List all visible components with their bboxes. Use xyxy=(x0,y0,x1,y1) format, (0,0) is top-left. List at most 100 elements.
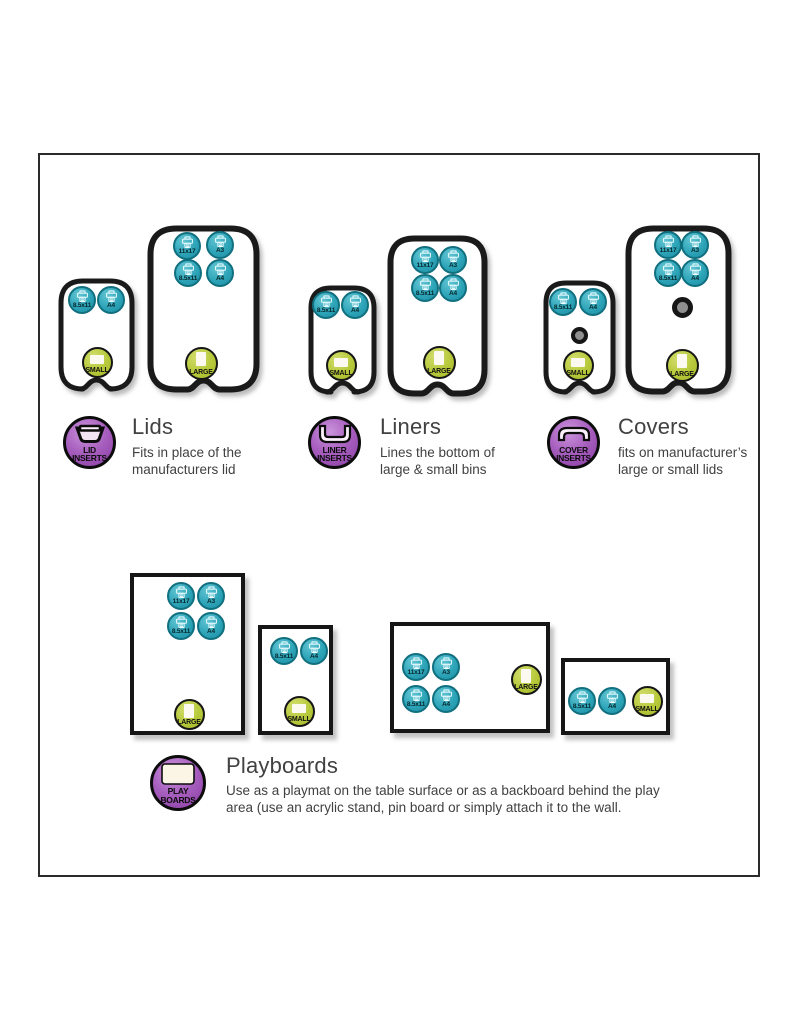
paper-size-label: 11x17 xyxy=(172,598,190,605)
paper-size-label: A3 xyxy=(691,247,699,254)
size-label: SMALL xyxy=(566,369,590,377)
paper-size-badge: A4 xyxy=(97,286,125,314)
section-desc-liners: Lines the bottom of large & small bins xyxy=(380,444,495,478)
printer-icon xyxy=(278,641,291,654)
paper-size-badge: 8.5x11 xyxy=(411,274,439,302)
insert-badge-line: LID xyxy=(83,444,96,455)
paper-size-label: A4 xyxy=(216,275,224,282)
size-label: SMALL xyxy=(635,705,659,713)
paper-sheet-shape xyxy=(571,357,585,367)
printer-icon xyxy=(308,641,321,654)
paper-size-badge: A4 xyxy=(432,685,460,713)
paper-size-label: A3 xyxy=(442,669,450,676)
lid-inserts-badge: LID INSERTS xyxy=(63,416,116,469)
paper-size-label: A3 xyxy=(207,598,215,605)
paper-size-label: 11x17 xyxy=(178,248,196,255)
printer-icon xyxy=(181,236,194,249)
paper-size-badge: 8.5x11 xyxy=(402,685,430,713)
insert-badge-label: PLAY BOARDS xyxy=(160,787,195,804)
size-dot-large: LARGE xyxy=(422,345,456,379)
printer-icon xyxy=(76,290,89,303)
paper-size-badge: 8.5x11 xyxy=(167,612,195,640)
paper-size-badge: 11x17 xyxy=(402,653,430,681)
paper-size-badge: A4 xyxy=(197,612,225,640)
cover-hole xyxy=(570,326,588,344)
printer-icon xyxy=(662,235,675,248)
size-label: SMALL xyxy=(287,715,311,723)
paper-size-badge: 11x17 xyxy=(654,231,682,259)
size-label: SMALL xyxy=(329,369,353,377)
paper-size-badge: A3 xyxy=(432,653,460,681)
paper-size-badge: A3 xyxy=(206,231,234,259)
printer-icon xyxy=(576,691,589,704)
insert-badge-line: LINER xyxy=(322,444,347,455)
paper-size-label: A3 xyxy=(449,262,457,269)
paper-size-label: A4 xyxy=(442,701,450,708)
section-desc-covers: fits on manufacturer’s large or small li… xyxy=(618,444,747,478)
printer-icon xyxy=(175,616,188,629)
printer-icon xyxy=(440,657,453,670)
paper-size-label: A4 xyxy=(449,290,457,297)
insert-badge-line: BOARDS xyxy=(160,794,196,805)
paper-size-badge: A3 xyxy=(439,246,467,274)
paper-sheet-shape xyxy=(334,357,348,367)
printer-icon xyxy=(214,263,227,276)
section-heading-playboards: Playboards xyxy=(226,753,339,778)
paper-size-badge: 8.5x11 xyxy=(568,687,596,715)
paper-size-badge: A4 xyxy=(206,259,234,287)
lid-inserts-icon xyxy=(72,423,108,445)
liner-inserts-badge: LINER INSERTS xyxy=(308,416,361,469)
paper-sheet-shape xyxy=(640,693,654,703)
paper-size-label: A4 xyxy=(351,307,359,314)
desc-line: large & small bins xyxy=(380,462,487,477)
insert-badge-line: INSERTS xyxy=(317,453,352,463)
size-label: LARGE xyxy=(177,718,201,726)
paper-size-label: 8.5x11 xyxy=(72,302,92,309)
paper-size-label: A4 xyxy=(691,275,699,282)
size-dot-large: LARGE xyxy=(510,663,542,695)
size-label: LARGE xyxy=(189,368,213,376)
printer-icon xyxy=(606,691,619,704)
section-desc-playboards: Use as a playmat on the table surface or… xyxy=(226,782,726,816)
paper-size-label: 8.5x11 xyxy=(274,653,294,660)
desc-line: manufacturers lid xyxy=(132,462,236,477)
size-dot-small: SMALL xyxy=(631,685,663,717)
paper-size-label: 8.5x11 xyxy=(658,275,678,282)
paper-size-badge: A4 xyxy=(439,274,467,302)
cover-inserts-icon xyxy=(556,423,592,445)
size-dot-small: SMALL xyxy=(283,695,315,727)
paper-size-label: A4 xyxy=(107,302,115,309)
printer-icon xyxy=(410,689,423,702)
paper-sheet-shape xyxy=(90,354,104,364)
printer-icon xyxy=(440,689,453,702)
liner-inserts-icon xyxy=(317,423,353,445)
size-dot-large: LARGE xyxy=(184,346,218,380)
paper-size-label: 11x17 xyxy=(659,247,677,254)
size-label: LARGE xyxy=(670,370,694,378)
printer-icon xyxy=(349,295,362,308)
printer-icon xyxy=(587,292,600,305)
paper-size-label: 8.5x11 xyxy=(316,307,336,314)
insert-badge-line: INSERTS xyxy=(556,453,591,463)
printer-icon xyxy=(182,263,195,276)
printer-icon xyxy=(205,586,218,599)
paper-size-badge: 11x17 xyxy=(411,246,439,274)
paper-size-badge: 8.5x11 xyxy=(312,291,340,319)
paper-size-badge: 11x17 xyxy=(167,582,195,610)
paper-sheet-shape xyxy=(184,703,194,718)
printer-icon xyxy=(214,235,227,248)
paper-size-label: A4 xyxy=(608,703,616,710)
playboards-icon xyxy=(159,762,197,786)
paper-size-badge: 8.5x11 xyxy=(654,259,682,287)
printer-icon xyxy=(447,278,460,291)
paper-size-label: 8.5x11 xyxy=(553,304,573,311)
paper-sheet-shape xyxy=(677,353,687,368)
paper-size-badge: A3 xyxy=(681,231,709,259)
desc-line: large or small lids xyxy=(618,462,724,477)
paper-size-badge: 11x17 xyxy=(173,232,201,260)
